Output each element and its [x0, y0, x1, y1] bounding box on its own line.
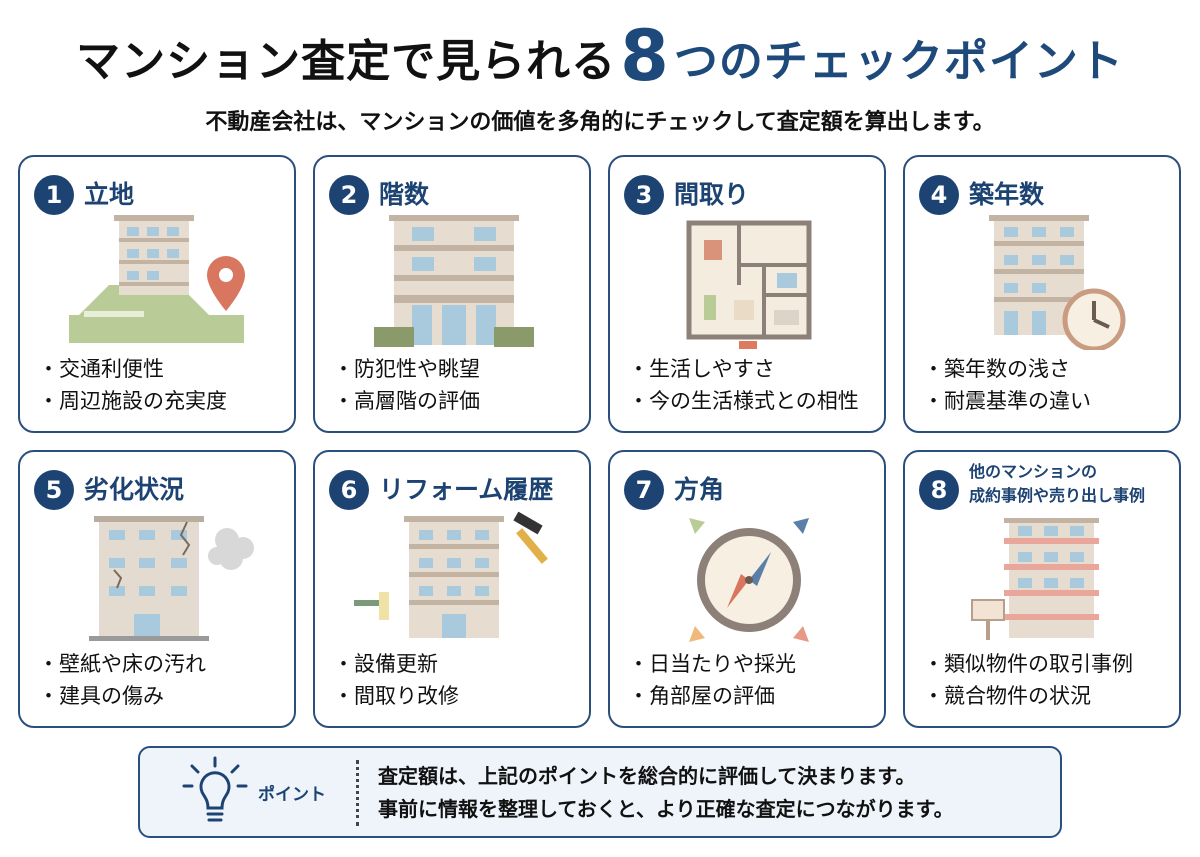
compass-icon [689, 518, 809, 642]
point-text: 査定額は、上記のポイントを総合的に評価して決まります。 事前に情報を整理しておく… [378, 760, 954, 826]
card-title: 間取り [674, 180, 750, 209]
card-layout: 3 間取り ・生活しやすさ ・今の生活様式との相性 [608, 155, 886, 433]
card-number-badge: 8 [919, 470, 959, 510]
card-number-badge: 4 [919, 175, 959, 215]
card-number-badge: 6 [329, 470, 369, 510]
card-points: ・交通利便性 ・周辺施設の充実度 [38, 353, 227, 417]
title-pre: マンション査定で見られる [76, 36, 617, 87]
page-title: マンション査定で見られる8つのチェックポイント [0, 18, 1200, 100]
title-number: 8 [620, 15, 670, 97]
building-map-pin-icon [69, 215, 245, 343]
card-title: 方角 [674, 475, 725, 504]
point-item: ・角部屋の評価 [628, 684, 775, 708]
card-points: ・設備更新 ・間取り改修 [333, 648, 459, 712]
card-title: 築年数 [969, 180, 1045, 209]
point-label: ポイント [258, 785, 326, 805]
floor-plan-icon [686, 220, 812, 349]
card-number-badge: 3 [624, 175, 664, 215]
point-item: ・防犯性や眺望 [333, 357, 480, 381]
card-title-line1: 他のマンションの [969, 462, 1098, 481]
card-title: 劣化状況 [84, 475, 185, 504]
cracked-building-icon [89, 516, 254, 641]
card-points: ・壁紙や床の汚れ ・建具の傷み [38, 648, 206, 712]
card-points: ・築年数の浅さ ・耐震基準の違い [923, 353, 1091, 417]
card-points: ・防犯性や眺望 ・高層階の評価 [333, 353, 480, 417]
point-item: ・高層階の評価 [333, 389, 480, 413]
card-number-badge: 1 [34, 175, 74, 215]
card-comparables: 8 他のマンションの 成約事例や売り出し事例 ・類似物件の取引事例 ・競合物件の… [903, 450, 1181, 728]
point-item: ・今の生活様式との相性 [628, 389, 859, 413]
point-item: ・設備更新 [333, 652, 438, 676]
building-signboard-icon [971, 518, 1099, 640]
lightbulb-icon [182, 756, 248, 822]
card-title: 他のマンションの 成約事例や売り出し事例 [969, 460, 1145, 508]
card-points: ・日当たりや採光 ・角部屋の評価 [628, 648, 796, 712]
card-number-badge: 2 [329, 175, 369, 215]
building-tools-icon [354, 511, 548, 638]
point-item: ・耐震基準の違い [923, 389, 1091, 413]
dotted-divider [356, 760, 359, 826]
page-subtitle: 不動産会社は、マンションの価値を多角的にチェックして査定額を算出します。 [205, 110, 995, 135]
card-title: 階数 [379, 180, 430, 209]
point-item: ・日当たりや採光 [628, 652, 796, 676]
checkpoint-grid: 1 立地 ・交通利便性 ・周辺施設の充実度 2 階数 [18, 155, 1182, 730]
card-building-age: 4 築年数 ・築年数の浅さ ・耐震基準の違い [903, 155, 1181, 433]
card-title: 立地 [84, 180, 135, 209]
card-number-badge: 5 [34, 470, 74, 510]
card-points: ・生活しやすさ ・今の生活様式との相性 [628, 353, 859, 417]
card-title-line2: 成約事例や売り出し事例 [969, 486, 1146, 505]
point-item: ・築年数の浅さ [923, 357, 1070, 381]
card-title: リフォーム履歴 [379, 475, 554, 504]
point-line-1: 査定額は、上記のポイントを総合的に評価して決まります。 [378, 764, 916, 788]
point-item: ・生活しやすさ [628, 357, 775, 381]
card-location: 1 立地 ・交通利便性 ・周辺施設の充実度 [18, 155, 296, 433]
point-item: ・類似物件の取引事例 [923, 652, 1133, 676]
point-item: ・間取り改修 [333, 684, 459, 708]
card-points: ・類似物件の取引事例 ・競合物件の状況 [923, 648, 1133, 712]
tall-building-icon [374, 215, 534, 347]
point-line-2: 事前に情報を整理しておくと、より正確な査定につながります。 [378, 797, 954, 821]
point-item: ・交通利便性 [38, 357, 164, 381]
card-direction: 7 方角 ・日当たりや採光 ・角部屋の評価 [608, 450, 886, 728]
card-number-badge: 7 [624, 470, 664, 510]
point-item: ・競合物件の状況 [923, 684, 1091, 708]
point-box: ポイント 査定額は、上記のポイントを総合的に評価して決まります。 事前に情報を整… [138, 746, 1062, 838]
card-deterioration: 5 劣化状況 ・壁紙や床の汚れ ・建具の傷み [18, 450, 296, 728]
point-item: ・壁紙や床の汚れ [38, 652, 206, 676]
point-item: ・周辺施設の充実度 [38, 389, 227, 413]
card-floor: 2 階数 ・防犯性や眺望 ・高層階の評価 [313, 155, 591, 433]
title-post: つのチェックポイント [673, 36, 1124, 87]
point-item: ・建具の傷み [38, 684, 164, 708]
building-clock-icon [989, 215, 1126, 350]
card-renovation: 6 リフォーム履歴 ・設備更新 ・間取り改修 [313, 450, 591, 728]
